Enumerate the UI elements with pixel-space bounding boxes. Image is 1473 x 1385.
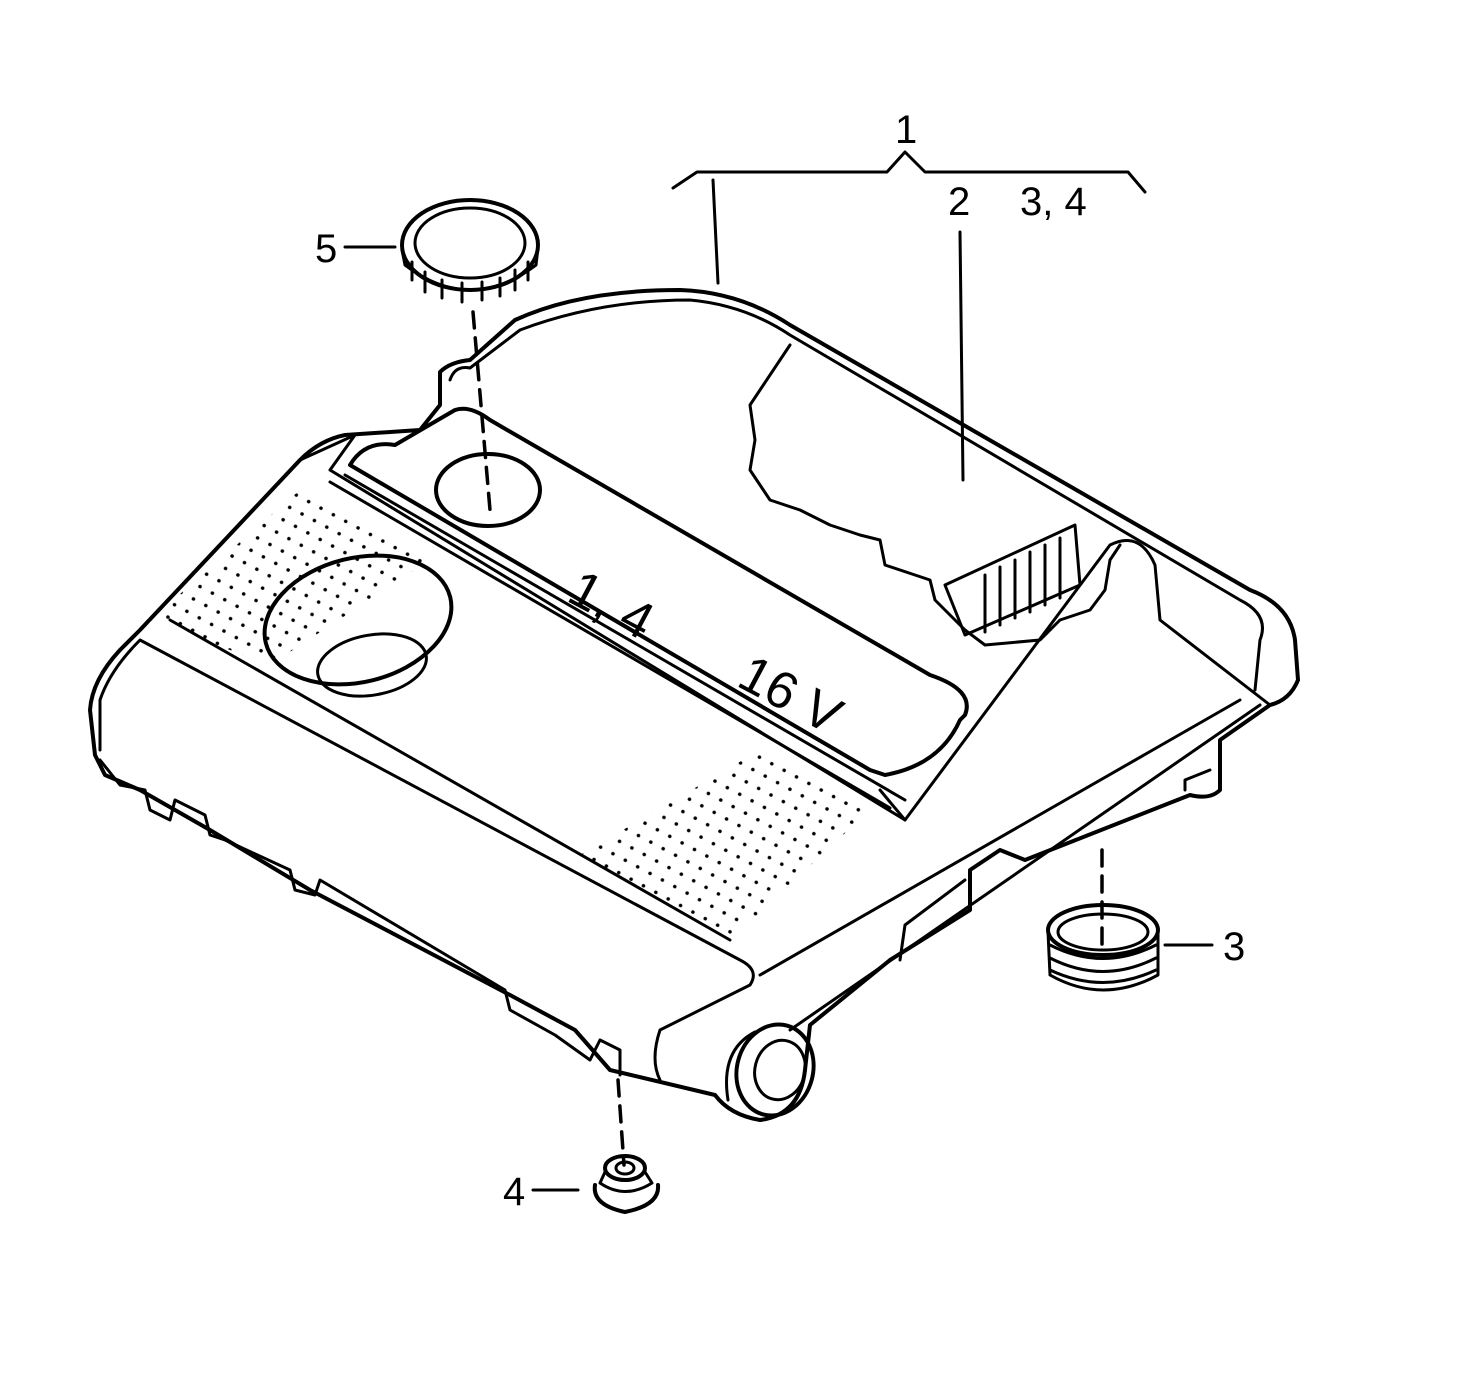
cover-side-edge <box>298 433 907 822</box>
oil-filler-well <box>262 553 454 687</box>
part-4-grommet: 4 <box>503 1078 661 1214</box>
cover-inner-rim <box>448 298 1264 692</box>
callout-label-2: 2 <box>948 180 970 224</box>
callout-label-4: 4 <box>503 1170 525 1214</box>
cover-right-edge <box>903 539 1272 822</box>
cover-underside-skirt <box>98 758 622 1077</box>
part-5-cap: 5 <box>315 198 540 512</box>
part-4-axis <box>616 1078 626 1167</box>
callout-label-3: 3 <box>1223 925 1245 969</box>
group-bracket <box>671 150 1147 194</box>
cover-outer-contour <box>88 288 1300 1122</box>
callout-group-1: 1 2 3, 4 <box>671 108 1147 482</box>
callout-label-3-4: 3, 4 <box>1020 180 1087 224</box>
leader-line-1 <box>711 178 720 285</box>
leader-line-2 <box>958 230 965 482</box>
texture-left <box>150 490 430 665</box>
cover-front-edge <box>98 638 755 1082</box>
part-3-sleeve: 3 <box>1046 848 1245 992</box>
callout-label-5: 5 <box>315 227 337 271</box>
texture-right <box>580 750 870 940</box>
front-grommet-mount <box>725 1022 816 1118</box>
callout-label-1: 1 <box>895 108 917 152</box>
ribbed-block <box>943 523 1082 637</box>
part-5-axis <box>471 310 492 512</box>
badge-plate-groove <box>328 473 907 810</box>
engine-cover <box>88 288 1300 1122</box>
filler-opening <box>434 452 542 528</box>
oil-filler-well-inner <box>316 632 428 698</box>
badge-plate <box>328 343 1122 810</box>
cover-right-foot <box>898 768 1212 962</box>
cut-away-area <box>748 343 1122 647</box>
badge-plate-outline <box>348 406 969 777</box>
cover-right-inner <box>758 698 1262 1032</box>
badge-valves: 16 V <box>729 644 851 746</box>
panel-divider <box>168 618 732 942</box>
